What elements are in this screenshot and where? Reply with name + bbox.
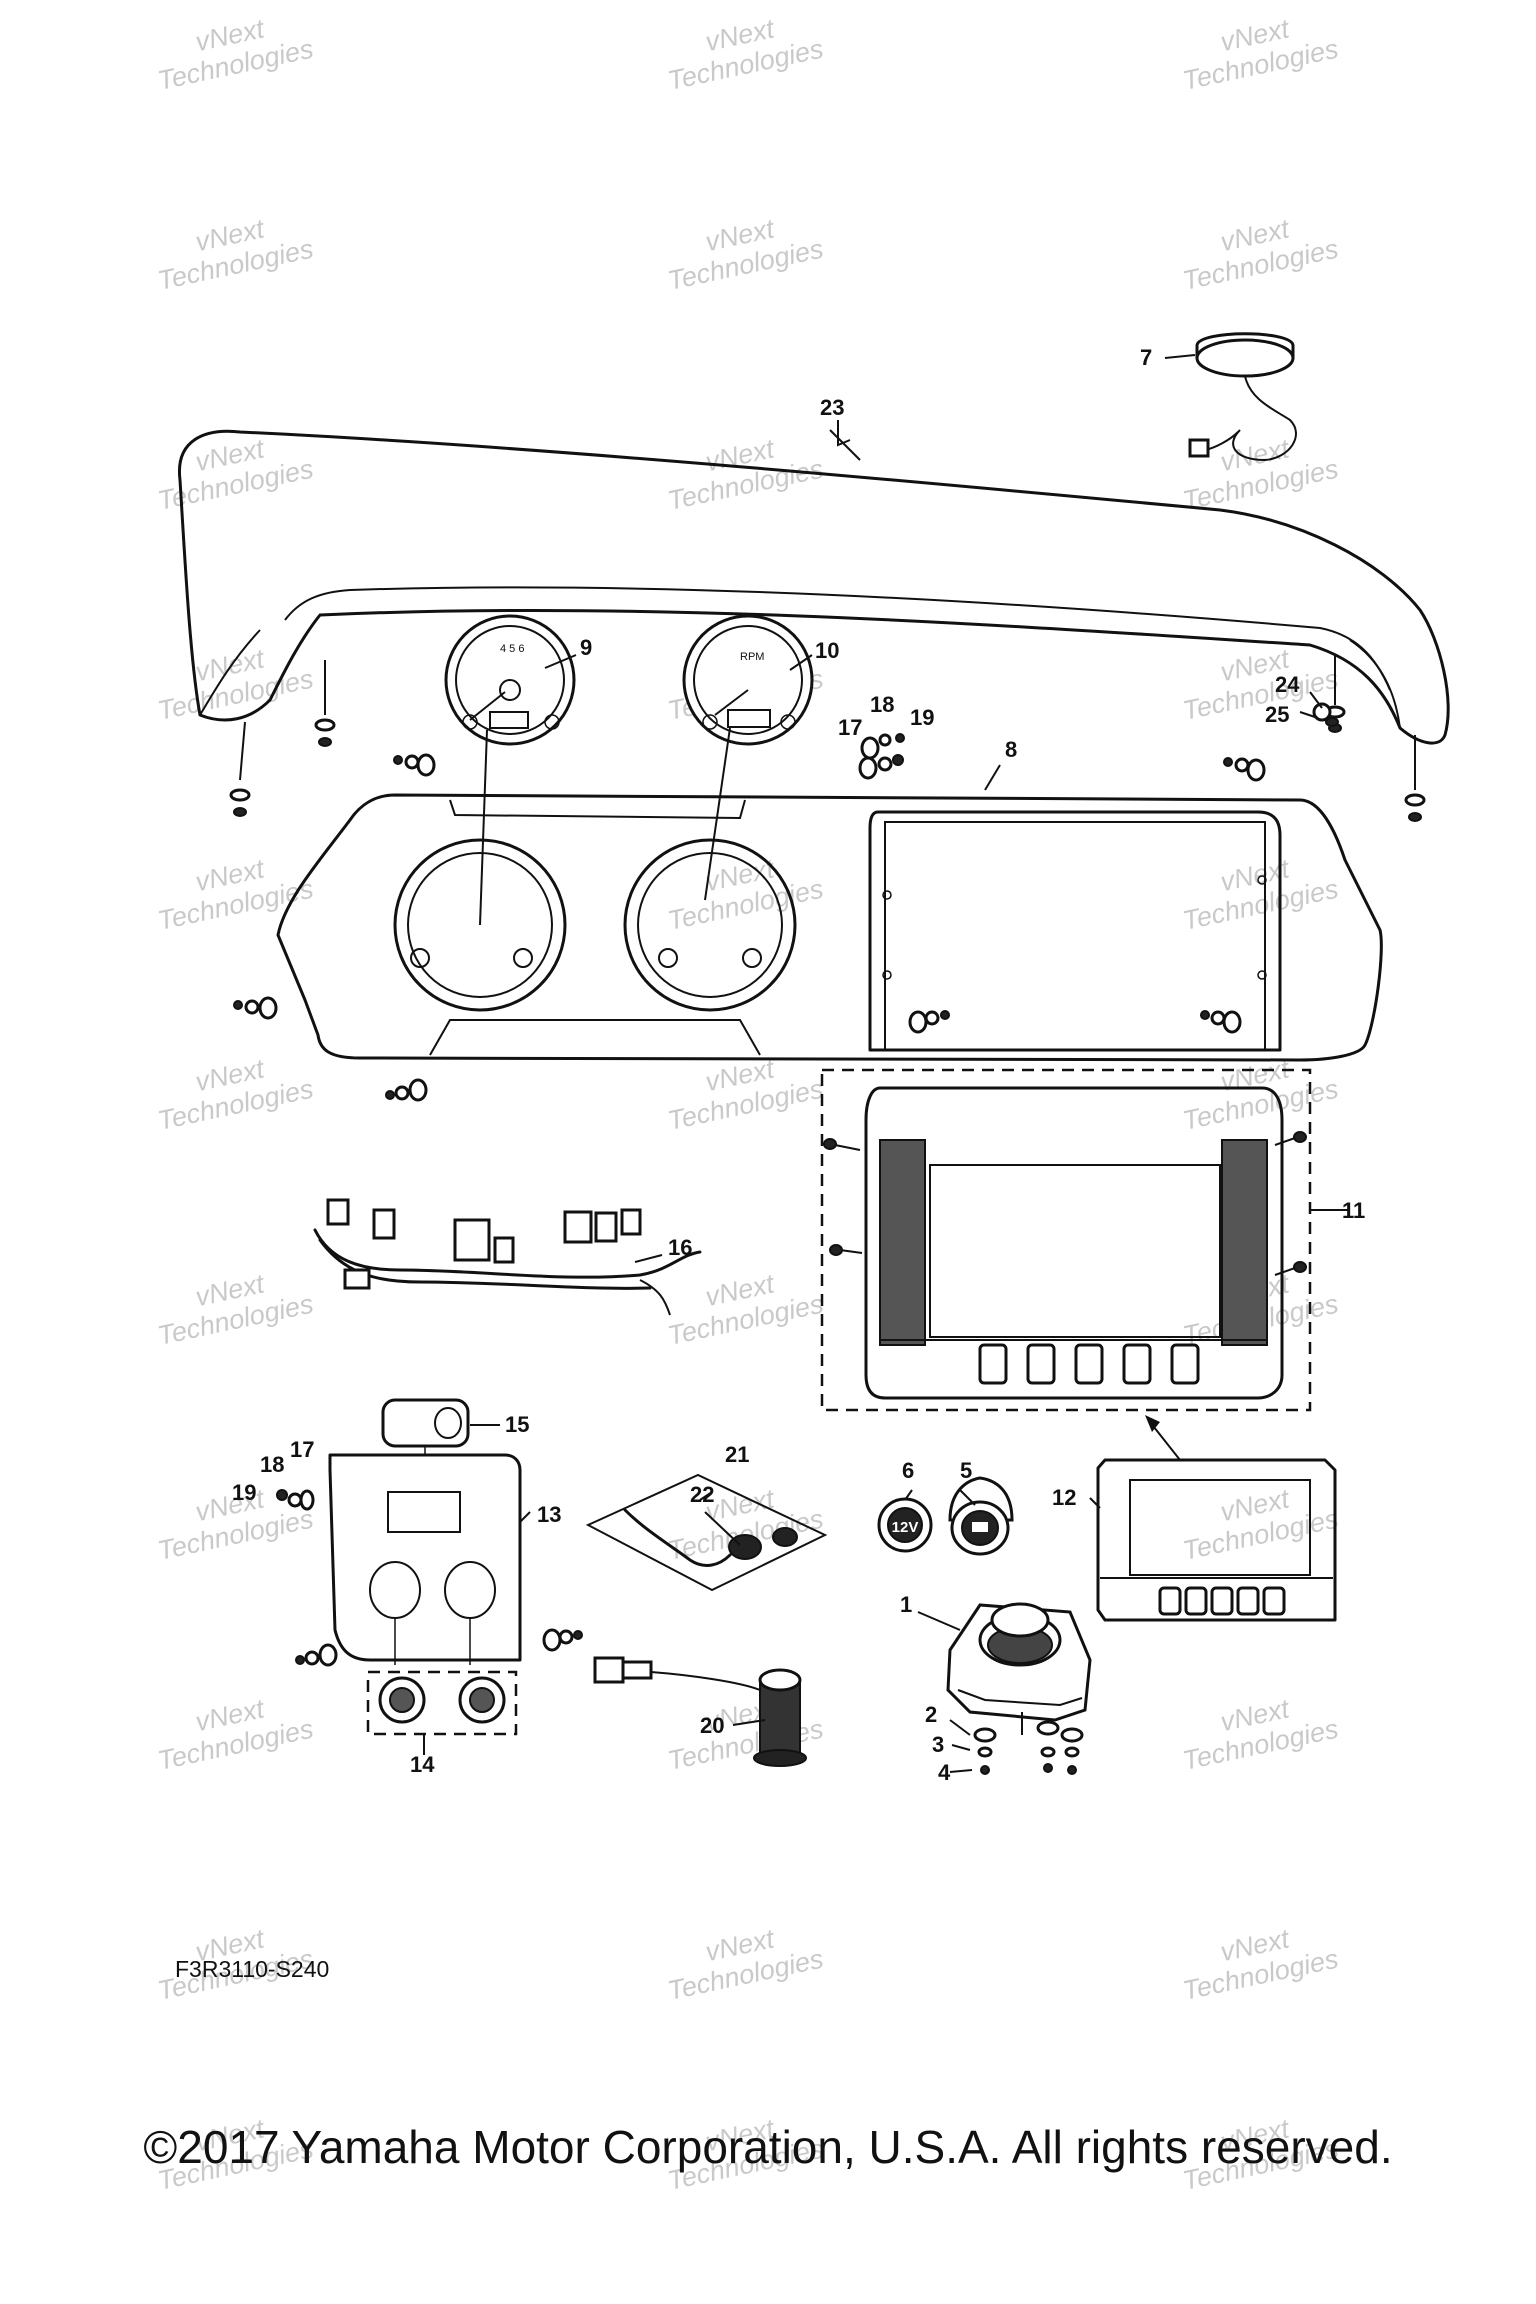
label-part-4: 4: [938, 1760, 951, 1785]
label-part-20: 20: [700, 1713, 724, 1738]
label-part-3: 3: [932, 1732, 944, 1757]
label-part-21: 21: [725, 1442, 749, 1467]
label-part-15: 15: [505, 1412, 529, 1437]
part-23-dash-cover: [177, 429, 1450, 745]
part-20-buzzer: [593, 1656, 807, 1767]
label-part-7: 7: [1140, 345, 1152, 370]
label-part-19: 19: [910, 705, 934, 730]
label-part-12: 12: [1052, 1485, 1076, 1510]
label-part-25: 25: [1265, 702, 1289, 727]
part-11-display-assembly: [820, 1068, 1312, 1461]
label-part-2: 2: [925, 1702, 937, 1727]
diagram-code: F3R3110-S240: [175, 1956, 329, 1982]
label-part-9: 9: [580, 635, 592, 660]
part-5-usb-outlet: [948, 1476, 1014, 1556]
washer-set-upper: [858, 754, 904, 780]
part-10-tachometer: RPM: [682, 614, 814, 746]
part-16-wire-harness: [313, 1198, 702, 1316]
label-part-24: 24: [1275, 672, 1300, 697]
watermark-layer: vNextTechnologiesvNextTechnologiesvNextT…: [155, 13, 1341, 2196]
part-12-display-unit: [1096, 1458, 1337, 1622]
label-part-1: 1: [900, 1592, 912, 1617]
leader-lines: [423, 354, 1350, 1773]
label-part-10: 10: [815, 638, 839, 663]
label-part-23: 23: [820, 395, 844, 420]
label-part-19b: 19: [232, 1480, 256, 1505]
label-part-14: 14: [410, 1752, 435, 1777]
panel-fasteners: [233, 702, 1339, 1102]
display-unit-switch-2: [1184, 1586, 1208, 1616]
part-6-12v-outlet: 12V: [877, 1497, 933, 1553]
remote-fasteners: [973, 1712, 1084, 1775]
label-part-11: 11: [1342, 1198, 1365, 1223]
display-switch-5: [1170, 1343, 1200, 1385]
part-13-sub-panel: [328, 1445, 522, 1665]
part-labels: 7 23 9 10 17 18 19 8 24 25 11 16 15 17 1…: [232, 345, 1365, 1785]
part-14-knobs: [366, 1670, 518, 1736]
svg-text:RPM: RPM: [740, 651, 764, 663]
display-switch-1: [978, 1343, 1008, 1385]
display-unit-switch-5: [1262, 1586, 1286, 1616]
part-8-dash-panel: [276, 793, 1383, 1062]
label-part-18: 18: [870, 692, 894, 717]
display-unit-switch-1: [1158, 1586, 1182, 1616]
svg-text:4 5 6: 4 5 6: [500, 643, 524, 655]
part-7-gps-antenna: [1188, 332, 1297, 462]
label-part-16: 16: [668, 1235, 692, 1260]
label-part-5: 5: [960, 1458, 972, 1483]
label-part-17b: 17: [290, 1437, 314, 1462]
part-15-switch: [381, 1398, 470, 1448]
outlet-12v-label: 12V: [892, 1519, 919, 1536]
label-part-18b: 18: [260, 1452, 284, 1477]
label-part-22: 22: [690, 1482, 714, 1507]
display-switch-3: [1074, 1343, 1104, 1385]
part-1-remote-control: [946, 1602, 1092, 1722]
display-unit-switch-4: [1236, 1586, 1260, 1616]
display-switch-2: [1026, 1343, 1056, 1385]
copyright-notice: ©2017 Yamaha Motor Corporation, U.S.A. A…: [143, 2121, 1393, 2173]
washer-set-lower: [276, 1489, 583, 1667]
label-part-17: 17: [838, 715, 862, 740]
display-switch-4: [1122, 1343, 1152, 1385]
label-part-13: 13: [537, 1502, 561, 1527]
display-unit-switch-3: [1210, 1586, 1234, 1616]
label-part-6: 6: [902, 1458, 914, 1483]
part-9-speedometer: 4 5 6: [444, 614, 576, 746]
label-part-8: 8: [1005, 737, 1017, 762]
